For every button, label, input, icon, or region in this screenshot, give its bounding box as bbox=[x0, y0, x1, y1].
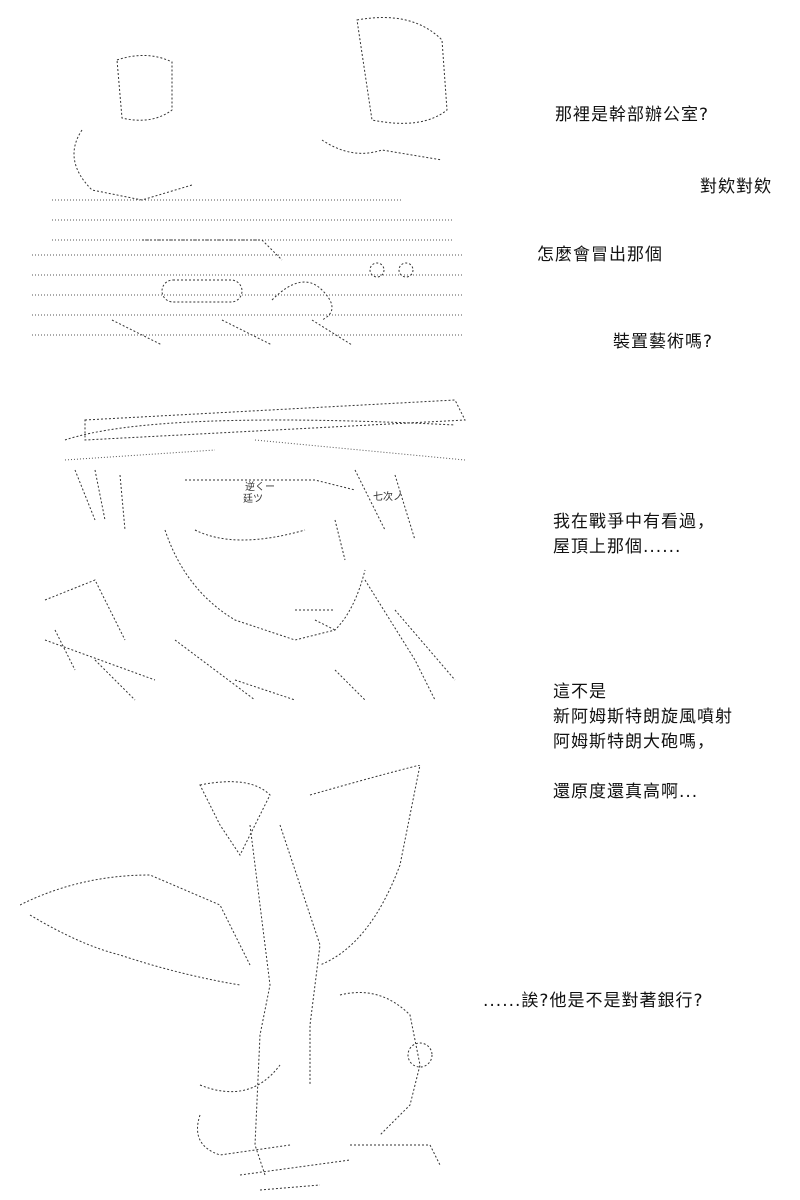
dialogue-line: 對欸對欸 bbox=[700, 177, 772, 197]
art-sfx-text: 七次ノ bbox=[373, 490, 403, 503]
dialogue-block: 這不是 新阿姆斯特朗旋風噴射 阿姆斯特朗大砲嗎， 還原度還真高啊... bbox=[553, 680, 733, 805]
ascii-art-characters-at-desk bbox=[22, 0, 462, 355]
dialogue-line: 這不是 bbox=[553, 682, 607, 702]
dialogue-line: 那裡是幹部辦公室? bbox=[555, 105, 710, 125]
dialogue-line: 裝置藝術嗎? bbox=[613, 332, 714, 352]
dialogue-line: ......誒?他是不是對著銀行? bbox=[483, 991, 704, 1011]
panel-office-scene: 那裡是幹部辦公室? 對欸對欸 怎麼會冒出那個 裝置藝術嗎? bbox=[0, 0, 800, 360]
dialogue-gap bbox=[553, 755, 733, 780]
dialogue-line: 還原度還真高啊... bbox=[553, 782, 699, 802]
ascii-art-cannon-statue bbox=[20, 765, 460, 1195]
art-sfx-text: 逆くー bbox=[245, 480, 275, 493]
dialogue-block: 我在戰爭中有看過， 屋頂上那個...... bbox=[553, 510, 715, 560]
panel-soldier-face: 逆くー 廷ツ 七次ノ 我在戰爭中有看過， 屋頂上那個...... bbox=[0, 380, 800, 730]
art-sfx-text: 廷ツ bbox=[243, 493, 263, 505]
dialogue-line: 屋頂上那個...... bbox=[553, 537, 682, 557]
dialogue-line: 阿姆斯特朗大砲嗎， bbox=[553, 732, 715, 752]
dialogue-line: 怎麼會冒出那個 bbox=[537, 245, 663, 265]
dialogue-line: 我在戰爭中有看過， bbox=[553, 512, 715, 532]
panel-statue: 這不是 新阿姆斯特朗旋風噴射 阿姆斯特朗大砲嗎， 還原度還真高啊... ....… bbox=[0, 682, 800, 1200]
dialogue-line: 新阿姆斯特朗旋風噴射 bbox=[553, 707, 733, 727]
ascii-art-soldier-face: 逆くー 廷ツ 七次ノ bbox=[35, 380, 475, 710]
